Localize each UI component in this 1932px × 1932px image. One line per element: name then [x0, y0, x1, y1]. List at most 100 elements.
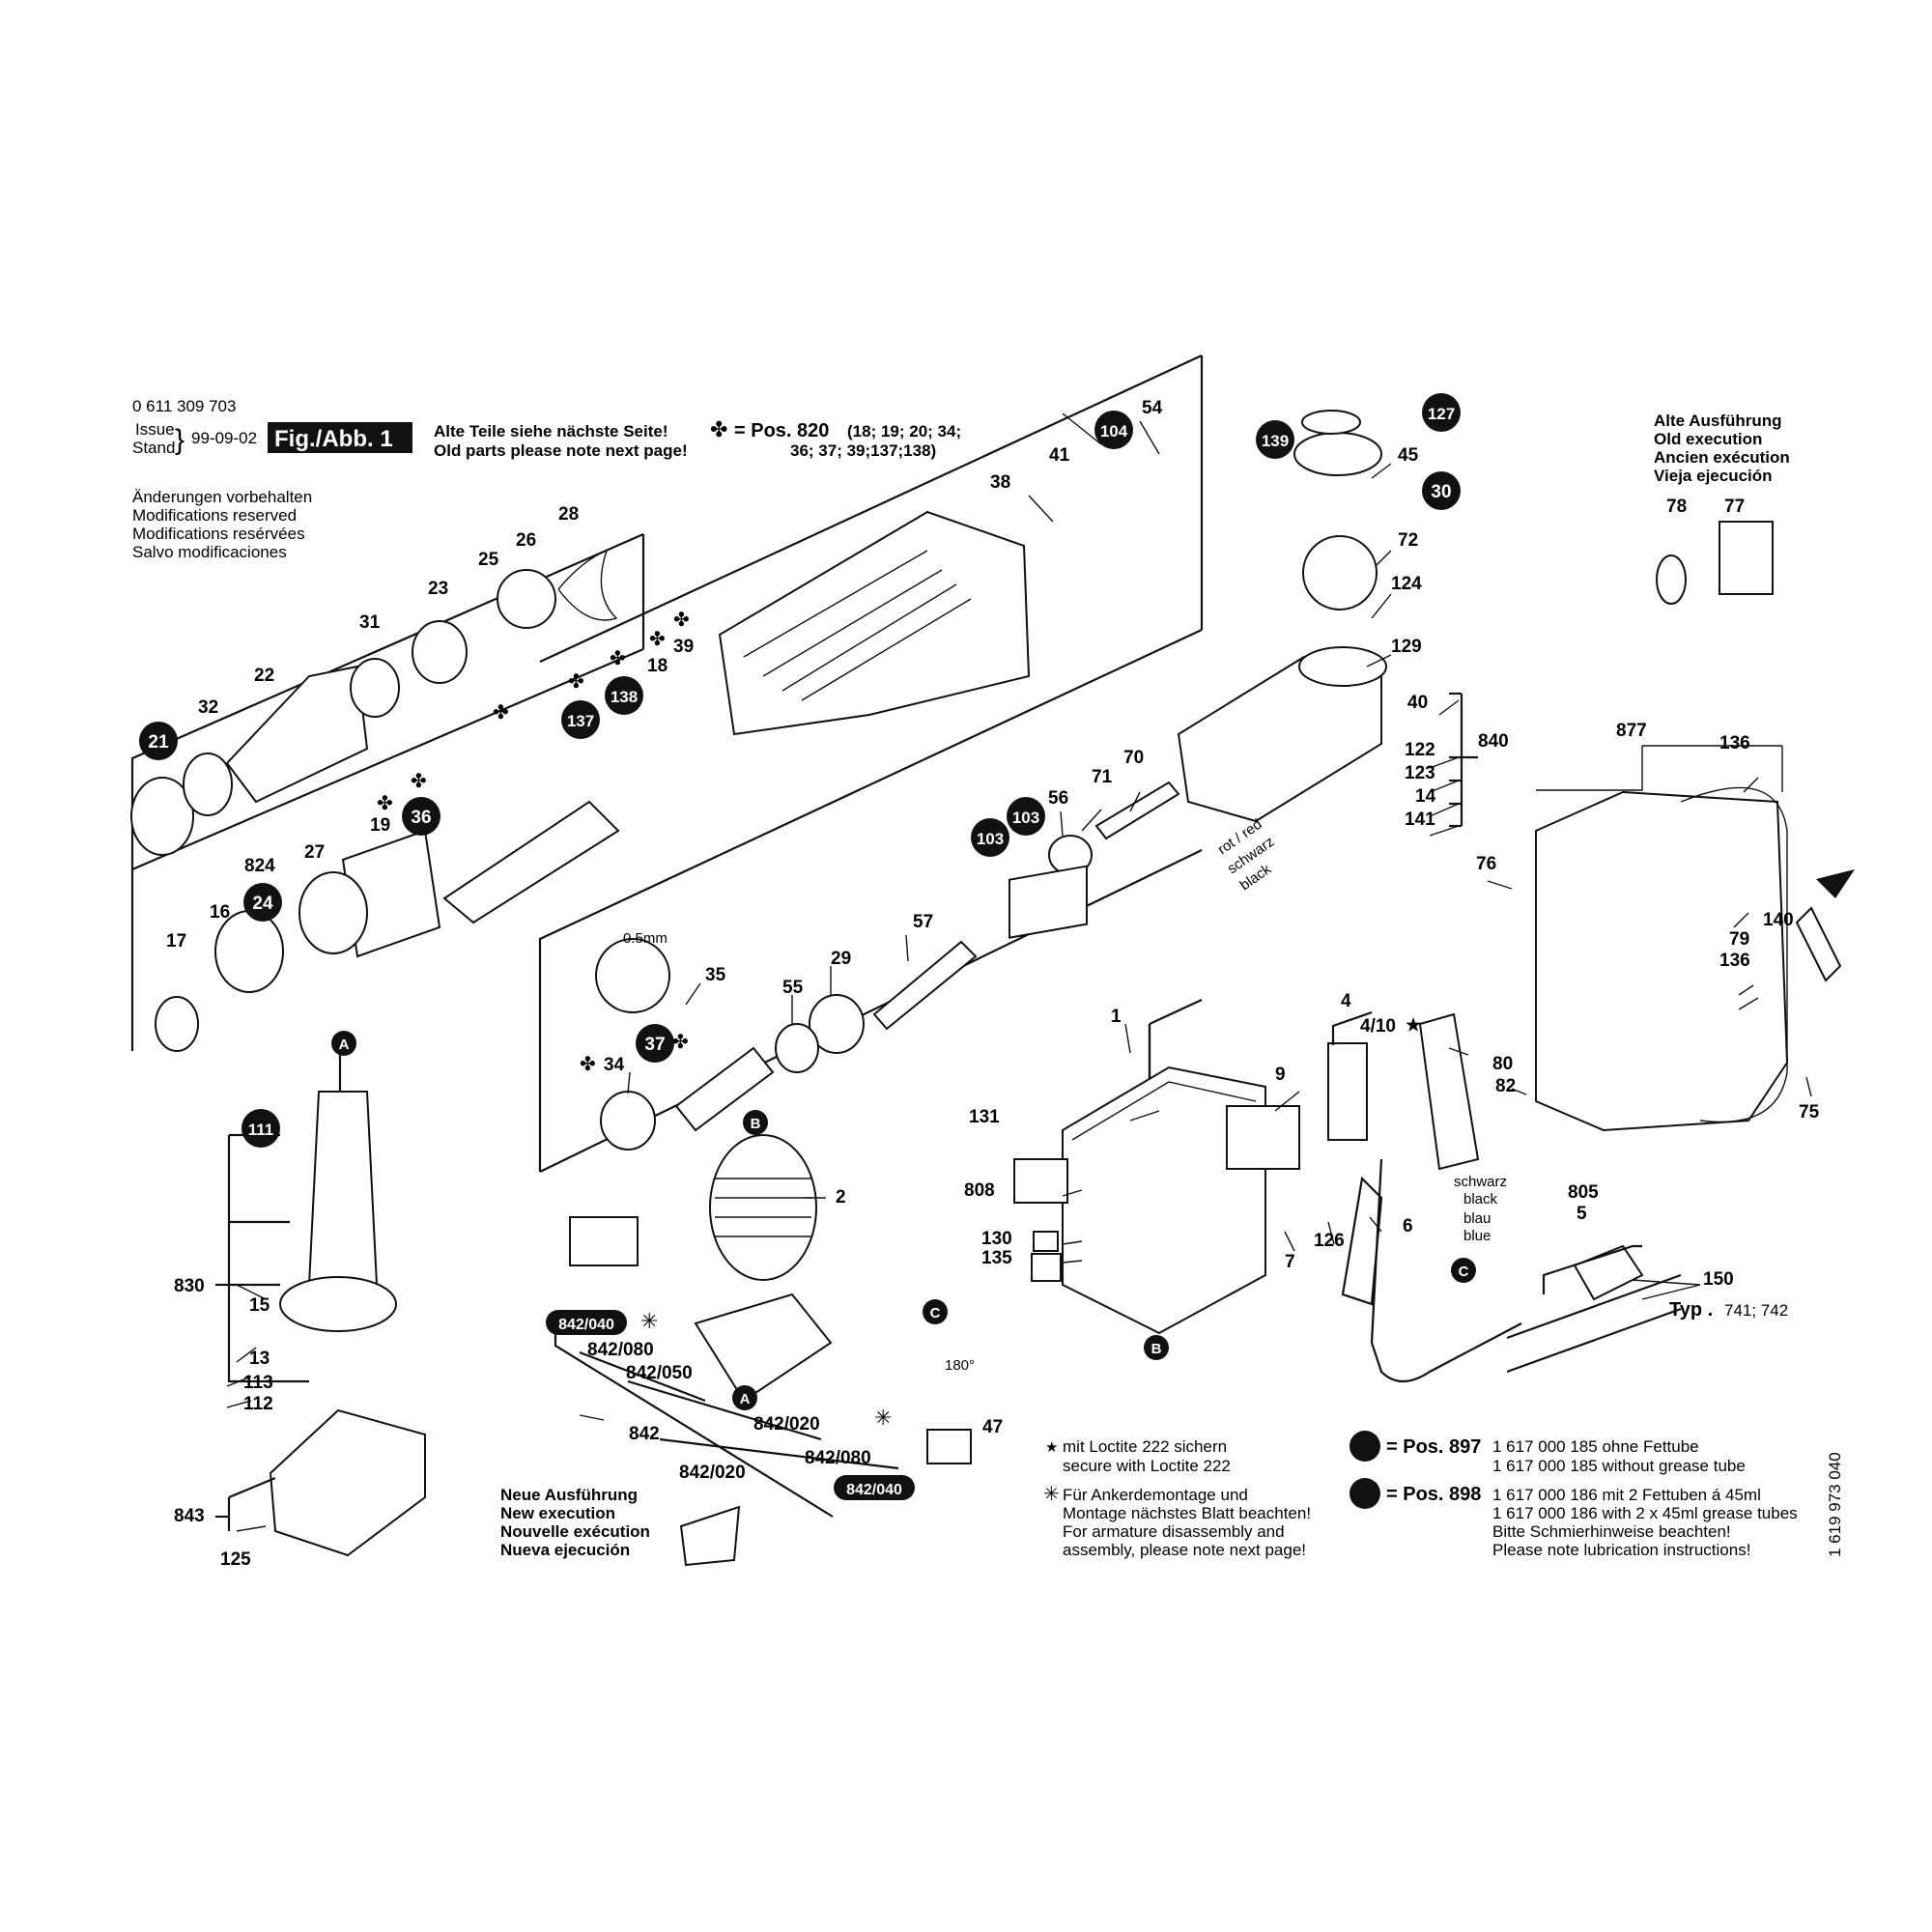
wire-black-2: black	[1463, 1191, 1498, 1208]
svg-text:36: 36	[411, 808, 431, 828]
arrow-icon	[1816, 869, 1855, 898]
fig-badge-bg	[268, 422, 412, 453]
ref-marker-A1: A	[331, 1031, 356, 1056]
ref-marker-B2: B	[1144, 1335, 1169, 1360]
typ-label: Typ . 741; 742	[1669, 1299, 1788, 1321]
label-40: 40	[1407, 693, 1428, 713]
svg-text:37: 37	[644, 1035, 665, 1055]
label-136b: 136	[1719, 951, 1750, 971]
callout-138: 138	[605, 676, 643, 715]
label-113: 113	[243, 1373, 273, 1393]
label-80: 80	[1492, 1054, 1513, 1074]
pos897-label: = Pos. 897	[1386, 1436, 1481, 1458]
label-843: 843	[174, 1506, 205, 1526]
label-77: 77	[1724, 497, 1745, 517]
label-9: 9	[1275, 1065, 1286, 1085]
label-1: 1	[1111, 1007, 1122, 1027]
label-808	[1013, 1158, 1068, 1204]
svg-text:✳: ✳	[1043, 1484, 1060, 1505]
callout-139: 139	[1256, 420, 1294, 459]
callout-30: 30	[1422, 471, 1461, 510]
svg-text:C: C	[1459, 1264, 1469, 1280]
ref-marker-C2: C	[1451, 1258, 1476, 1283]
label-122: 122	[1405, 740, 1435, 760]
label-57: 57	[913, 912, 933, 932]
label-877: 877	[1616, 721, 1647, 741]
motor-housing-1	[1062, 1065, 1266, 1335]
callout-37: 37	[636, 1024, 674, 1063]
label-842-020a: 842/020	[753, 1414, 820, 1435]
label-4-10: 4/10	[1360, 1016, 1396, 1037]
brush-47	[926, 1429, 972, 1464]
fig-badge: Fig./Abb. 1	[274, 426, 393, 452]
header-block: 0 611 309 703 Issue Stand } 99-09-02 Fig…	[132, 397, 961, 460]
svg-text:30: 30	[1431, 482, 1451, 502]
label-54: 54	[1142, 398, 1163, 418]
armature-note-1: Für Ankerdemontage und	[1063, 1486, 1248, 1504]
svg-text:842/040: 842/040	[558, 1317, 614, 1333]
svg-text:139: 139	[1262, 432, 1289, 450]
label-830: 830	[174, 1276, 205, 1296]
cover-80	[1418, 1012, 1480, 1171]
new-execution-note: Neue Ausführung New execution Nouvelle e…	[500, 1486, 650, 1559]
pos820-list-2: 36; 37; 39;137;138)	[790, 441, 936, 460]
svg-text:✳: ✳	[874, 1406, 892, 1430]
old-execution-es: Vieja ejecución	[1654, 467, 1773, 485]
part-labels: 54 41 38 28 26 25 23 31 22 32 39 18 19 2…	[166, 398, 1820, 1570]
label-55: 55	[782, 978, 804, 998]
label-13: 13	[249, 1349, 270, 1369]
switch-4	[1327, 1042, 1368, 1141]
label-125: 125	[220, 1549, 251, 1570]
svg-text:741; 742: 741; 742	[1724, 1301, 1788, 1320]
label-130: 130	[981, 1229, 1012, 1249]
old-execution-fr: Ancien exécution	[1654, 448, 1790, 467]
brush-plate-842-020	[679, 1505, 741, 1567]
label-76: 76	[1476, 854, 1496, 874]
gear-72	[1302, 535, 1378, 611]
svg-text:111: 111	[248, 1121, 274, 1139]
bearing-16	[298, 871, 368, 954]
label-28: 28	[558, 504, 579, 525]
label-72: 72	[1398, 530, 1418, 551]
svg-text:✤: ✤	[568, 671, 584, 693]
modifications-de: Änderungen vorbehalten	[132, 488, 312, 506]
old-execution-de: Alte Ausführung	[1654, 412, 1782, 430]
label-842: 842	[629, 1424, 660, 1444]
fan-15	[279, 1276, 397, 1332]
svg-text:★: ★	[1045, 1439, 1058, 1456]
label-2: 2	[836, 1187, 846, 1208]
label-38: 38	[990, 472, 1010, 493]
callout-103a: 103	[1007, 797, 1045, 836]
label-131	[1009, 865, 1088, 939]
label-71: 71	[1092, 767, 1113, 787]
svg-text:103: 103	[977, 830, 1004, 848]
label-6: 6	[1403, 1216, 1413, 1236]
callout-137: 137	[561, 700, 600, 739]
black-callouts: 21 24 36 137 138 104 139 127	[139, 393, 1476, 1500]
svg-text:127: 127	[1428, 405, 1455, 423]
modifications-note: Änderungen vorbehalten Modifications res…	[132, 488, 312, 561]
part-number: 0 611 309 703	[132, 397, 236, 415]
label-22: 22	[254, 666, 274, 686]
svg-text:✤: ✤	[673, 610, 690, 631]
pos820-list-1: (18; 19; 20; 34;	[847, 422, 961, 440]
ref-marker-B1: B	[743, 1110, 768, 1135]
cap-45	[1293, 432, 1382, 476]
svg-text:103: 103	[1012, 809, 1039, 827]
issue-label: Issue	[135, 420, 175, 439]
wire-blau: blau	[1463, 1210, 1491, 1227]
label-5: 5	[1577, 1204, 1587, 1224]
label-25: 25	[478, 550, 499, 570]
pos897-line-2: 1 617 000 185 without grease tube	[1492, 1457, 1746, 1475]
label-112: 112	[243, 1394, 273, 1414]
power-cord-6	[1370, 1158, 1522, 1383]
ring-26	[497, 569, 556, 629]
label-805: 805	[1568, 1182, 1599, 1203]
label-19: 19	[370, 815, 390, 836]
spring-29	[809, 994, 865, 1054]
wire-blue: blue	[1463, 1228, 1491, 1244]
svg-text:✳: ✳	[640, 1309, 658, 1333]
gear-17	[155, 996, 199, 1052]
svg-text:104: 104	[1100, 422, 1128, 440]
